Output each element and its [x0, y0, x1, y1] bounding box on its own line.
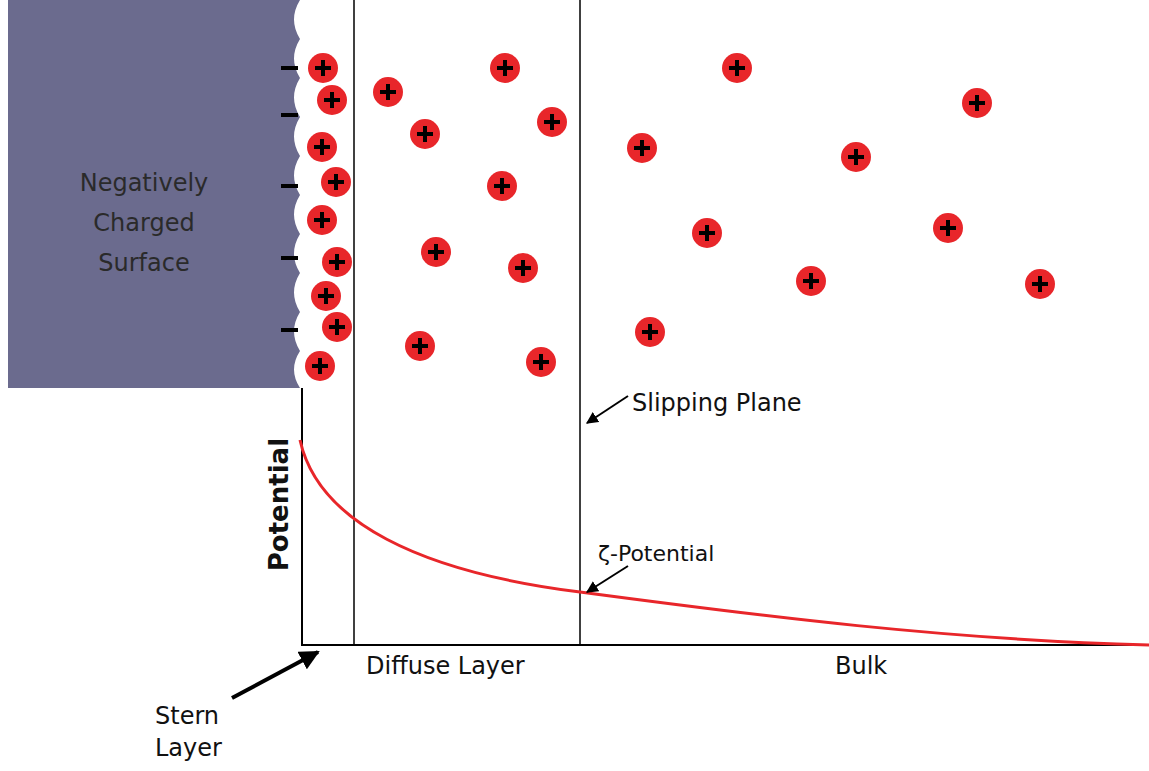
- minus-sign: [281, 113, 298, 117]
- zeta-label: ζ-Potential: [598, 541, 714, 567]
- potential-axis: [301, 388, 303, 646]
- cation: [305, 351, 335, 381]
- cation: [308, 53, 338, 83]
- surface-label: Negatively Charged Surface: [64, 163, 224, 283]
- cation: [317, 85, 347, 115]
- surface-region: Negatively Charged Surface: [8, 0, 280, 388]
- cation: [373, 77, 403, 107]
- cation: [410, 119, 440, 149]
- cation: [508, 253, 538, 283]
- positive-ions: [305, 53, 1055, 381]
- minus-sign: [281, 66, 298, 70]
- plane-label: Slipping Plane: [632, 389, 802, 418]
- cation: [841, 142, 871, 172]
- cation: [405, 331, 435, 361]
- cation: [692, 218, 722, 248]
- cation: [627, 133, 657, 163]
- leader-arrow: [587, 396, 628, 423]
- leader-arrow: [587, 566, 628, 592]
- cation: [321, 167, 351, 197]
- charged-surface: [8, 0, 300, 388]
- minus-sign: [281, 328, 298, 332]
- region-label: Bulk: [835, 652, 887, 681]
- minus-sign: [281, 184, 298, 188]
- cation: [1025, 269, 1055, 299]
- slipping-plane-line: [579, 0, 581, 646]
- negative-charges: [281, 66, 298, 332]
- cation: [307, 132, 337, 162]
- leader-arrow: [232, 652, 318, 698]
- layer-label: Stern Layer: [155, 700, 245, 764]
- cation: [722, 53, 752, 83]
- cation: [322, 312, 352, 342]
- cation: [526, 347, 556, 377]
- cation: [537, 107, 567, 137]
- stern-boundary: [353, 0, 355, 646]
- cation: [322, 247, 352, 277]
- cation: [307, 205, 337, 235]
- cation: [311, 281, 341, 311]
- cation: [635, 317, 665, 347]
- axis-label: Potential: [264, 438, 295, 571]
- potential-curve: [300, 440, 1149, 645]
- cation: [490, 53, 520, 83]
- cation: [487, 171, 517, 201]
- cation: [421, 237, 451, 267]
- minus-sign: [281, 256, 298, 260]
- distance-axis: [301, 644, 1149, 646]
- region-label: Diffuse Layer: [366, 652, 525, 681]
- cation: [962, 88, 992, 118]
- cation: [933, 213, 963, 243]
- cation: [796, 266, 826, 296]
